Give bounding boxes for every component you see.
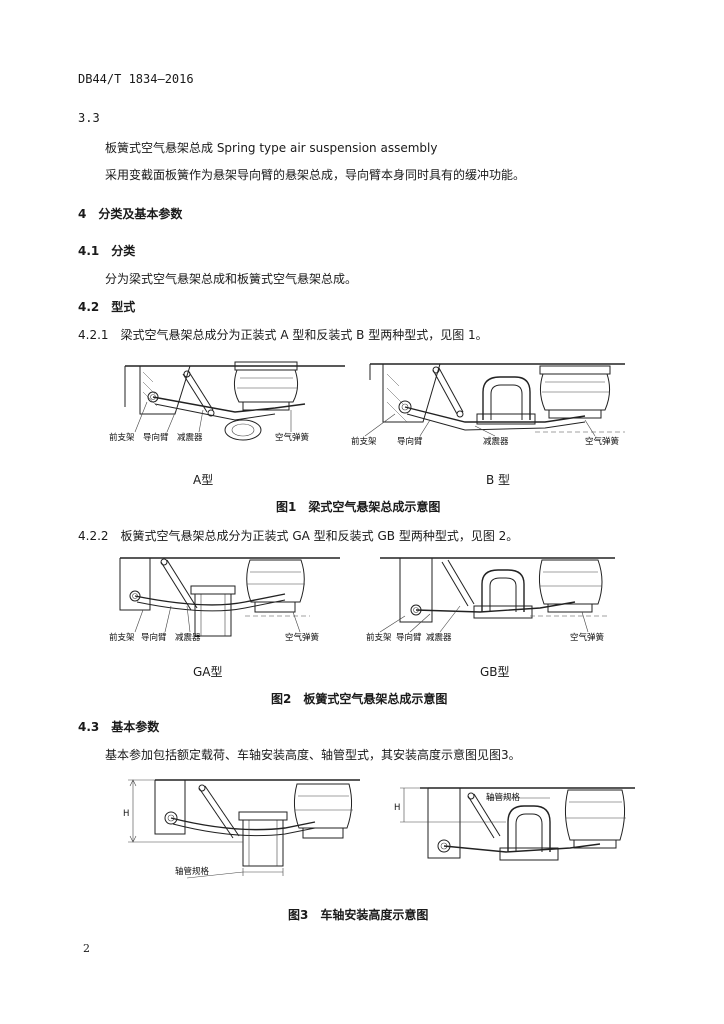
- figure3-left-drawing: H 轴管规格: [115, 772, 365, 890]
- fig1-a-label-guide-arm: 导向臂: [143, 432, 169, 443]
- fig1-b-label-guide-arm: 导向臂: [397, 436, 423, 447]
- fig3-left-label-axle-spec: 轴管规格: [175, 866, 210, 877]
- section-heading-4-1: 4.1 分类: [78, 244, 136, 258]
- fig2-ga-label-shock: 减震器: [175, 632, 201, 643]
- figure2-gb-subcaption: GB型: [480, 665, 510, 679]
- term-title: 板簧式空气悬架总成 Spring type air suspension ass…: [105, 141, 438, 155]
- fig1-a-label-front-bracket: 前支架: [109, 432, 135, 443]
- fig1-a-label-shock: 减震器: [177, 432, 203, 443]
- fig1-b-label-air-spring: 空气弹簧: [585, 436, 620, 447]
- section-text-4-3: 基本参加包括额定载荷、车轴安装高度、轴管型式，其安装高度示意图见图3。: [105, 748, 521, 762]
- figure1-a-subcaption: A型: [193, 473, 214, 487]
- figure1-b-subcaption: B 型: [486, 473, 511, 487]
- section-heading-4: 4 分类及基本参数: [78, 207, 183, 221]
- fig1-b-label-shock: 减震器: [483, 436, 509, 447]
- section-heading-4-2: 4.2 型式: [78, 300, 136, 314]
- fig2-gb-label-shock: 减震器: [426, 632, 452, 643]
- figure1-b-type-drawing: 前支架 导向臂 减震器 空气弹簧: [345, 352, 630, 452]
- page-number: 2: [83, 942, 90, 955]
- section-number-3-3: 3.3: [78, 111, 100, 125]
- fig1-b-label-front-bracket: 前支架: [351, 436, 377, 447]
- fig2-gb-label-front-bracket: 前支架: [366, 632, 392, 643]
- figure1-a-type-drawing: 前支架 导向臂 减震器 空气弹簧: [95, 352, 345, 452]
- figure2-caption: 图2 板簧式空气悬架总成示意图: [271, 692, 448, 706]
- document-id: DB44/T 1834—2016: [78, 72, 194, 86]
- fig3-right-dim-h: H: [394, 803, 400, 813]
- fig3-left-dim-h: H: [123, 809, 129, 819]
- fig2-ga-label-air-spring: 空气弹簧: [285, 632, 320, 643]
- fig3-right-label-axle-spec: 轴管规格: [486, 792, 521, 803]
- figure1-caption: 图1 梁式空气悬架总成示意图: [276, 500, 441, 514]
- term-definition: 采用变截面板簧作为悬架导向臂的悬架总成，导向臂本身同时具有的缓冲功能。: [105, 168, 526, 182]
- fig2-ga-label-guide-arm: 导向臂: [141, 632, 167, 643]
- figure2-ga-subcaption: GA型: [193, 665, 223, 679]
- figure2-gb-type-drawing: 前支架 导向臂 减震器 空气弹簧: [360, 550, 620, 650]
- section-text-4-2-1: 4.2.1 梁式空气悬架总成分为正装式 A 型和反装式 B 型两种型式，见图 1…: [78, 328, 488, 342]
- fig2-ga-label-front-bracket: 前支架: [109, 632, 135, 643]
- figure3-right-drawing: H 轴管规格: [390, 772, 640, 890]
- section-heading-4-3: 4.3 基本参数: [78, 720, 160, 734]
- fig2-gb-label-guide-arm: 导向臂: [396, 632, 422, 643]
- section-text-4-1: 分为梁式空气悬架总成和板簧式空气悬架总成。: [105, 272, 358, 286]
- fig1-a-label-air-spring: 空气弹簧: [275, 432, 310, 443]
- section-text-4-2-2: 4.2.2 板簧式空气悬架总成分为正装式 GA 型和反装式 GB 型两种型式，见…: [78, 529, 519, 543]
- figure2-ga-type-drawing: 前支架 导向臂 减震器 空气弹簧: [95, 550, 345, 650]
- fig2-gb-label-air-spring: 空气弹簧: [570, 632, 605, 643]
- figure3-caption: 图3 车轴安装高度示意图: [288, 908, 429, 922]
